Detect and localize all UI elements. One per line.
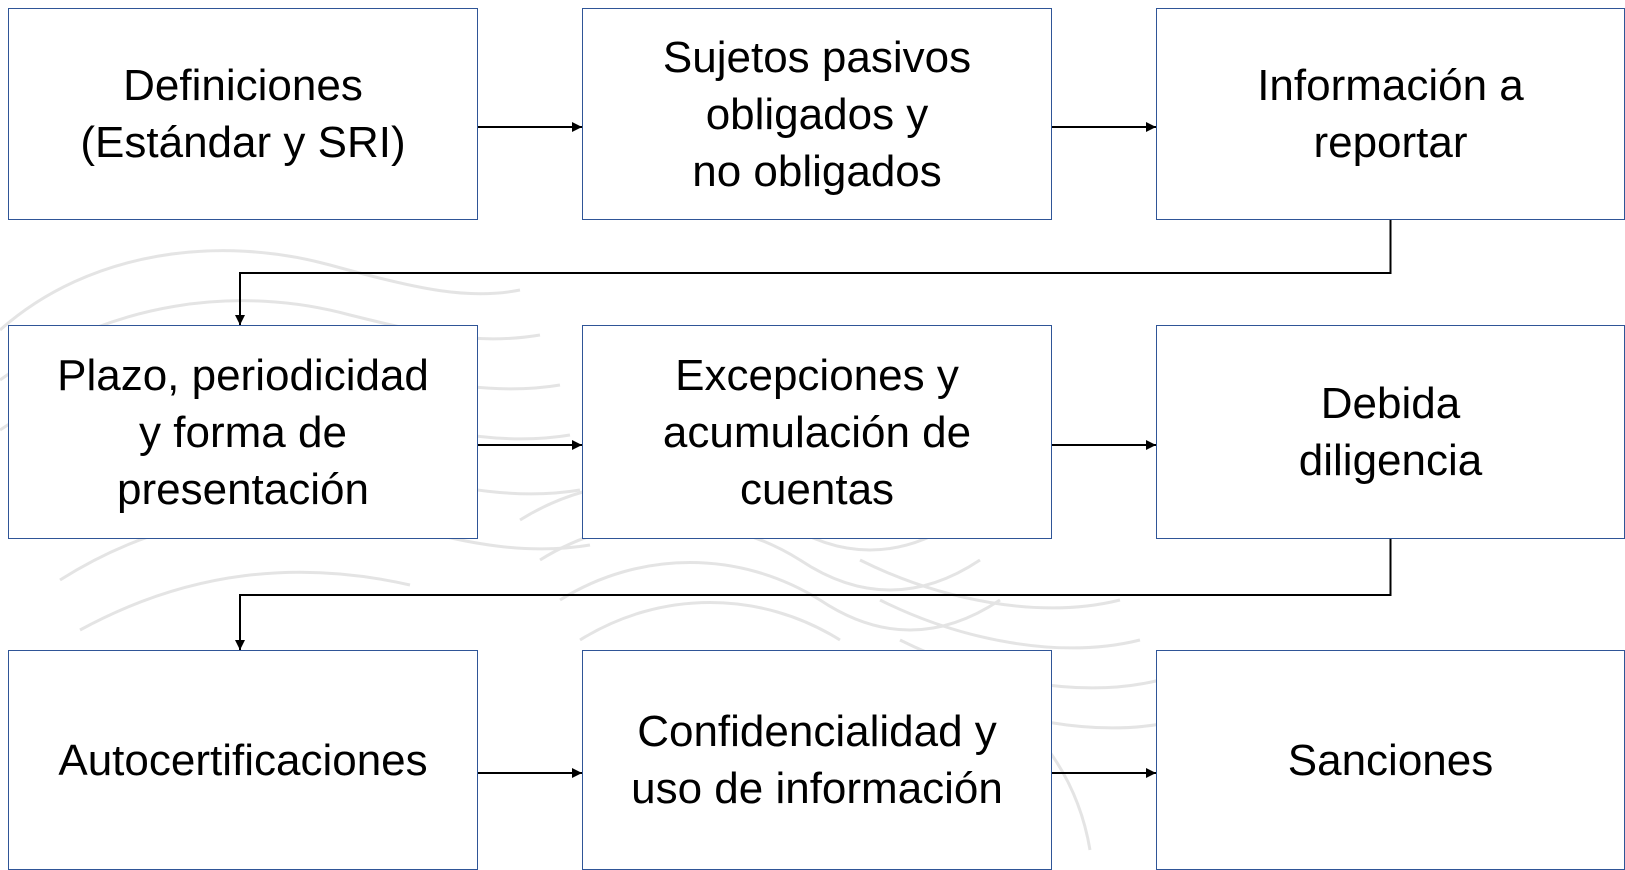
box-debida-diligencia: Debida diligencia <box>1156 325 1625 539</box>
box-definiciones: Definiciones (Estándar y SRI) <box>8 8 478 220</box>
arrow-debida-to-autocert <box>235 529 1396 650</box>
box-sujetos-pasivos: Sujetos pasivos obligados y no obligados <box>582 8 1052 220</box>
box-autocertificaciones: Autocertificaciones <box>8 650 478 870</box>
box-informacion-a-reportar: Información a reportar <box>1156 8 1625 220</box>
box-plazo-periodicidad: Plazo, periodicidad y forma de presentac… <box>8 325 478 539</box>
box-excepciones: Excepciones y acumulación de cuentas <box>582 325 1052 539</box>
box-confidencialidad: Confidencialidad y uso de información <box>582 650 1052 870</box>
box-sanciones: Sanciones <box>1156 650 1625 870</box>
arrow-informacion-to-plazo <box>235 210 1396 325</box>
